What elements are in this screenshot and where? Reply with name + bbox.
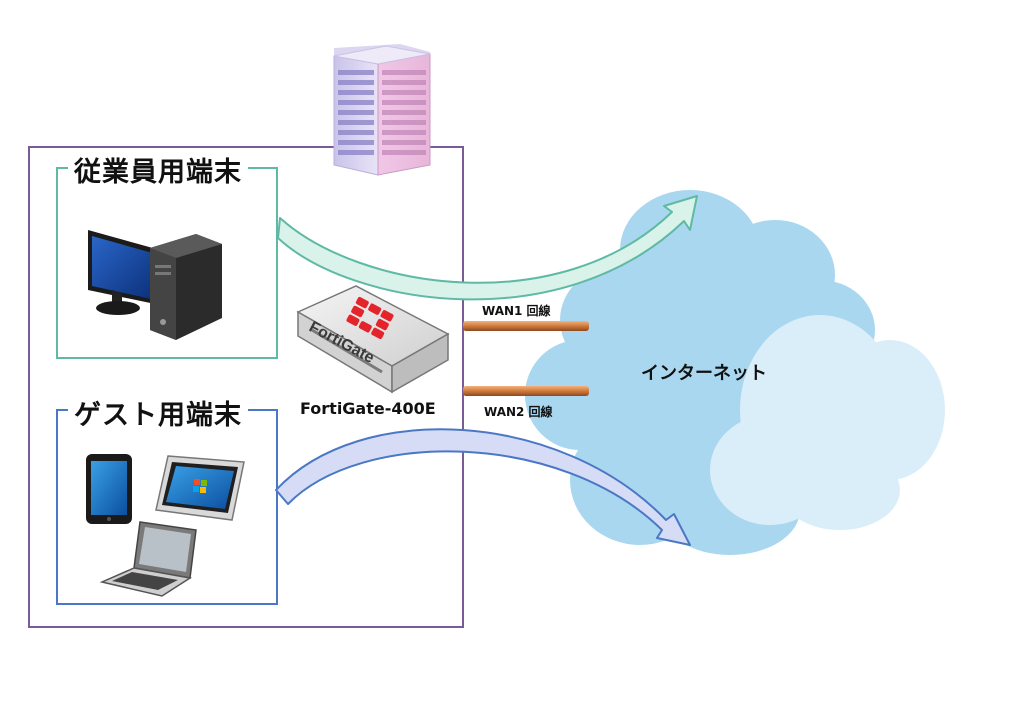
guest-group-title: ゲスト用端末	[68, 393, 248, 432]
wan1-line	[463, 321, 589, 331]
internet-label: インターネット	[641, 363, 767, 384]
device-model-label: FortiGate-400E	[300, 399, 436, 418]
office-building-icon	[333, 44, 431, 176]
employee-traffic-arrow	[277, 195, 698, 301]
wan2-label: WAN2 回線	[484, 405, 553, 419]
wan1-label: WAN1 回線	[482, 304, 551, 318]
laptop-icon	[99, 521, 197, 597]
wan2-line	[463, 386, 589, 396]
tablet-icon	[86, 454, 132, 524]
fortigate-appliance-icon: FortiGate	[296, 285, 450, 394]
employee-group-title: 従業員用端末	[68, 150, 248, 189]
desktop-pc-icon	[88, 230, 222, 340]
cloud-icon	[525, 190, 945, 555]
site-boundary	[28, 146, 464, 628]
guest-traffic-arrow	[275, 428, 691, 546]
slate-tablet-icon	[155, 455, 245, 521]
